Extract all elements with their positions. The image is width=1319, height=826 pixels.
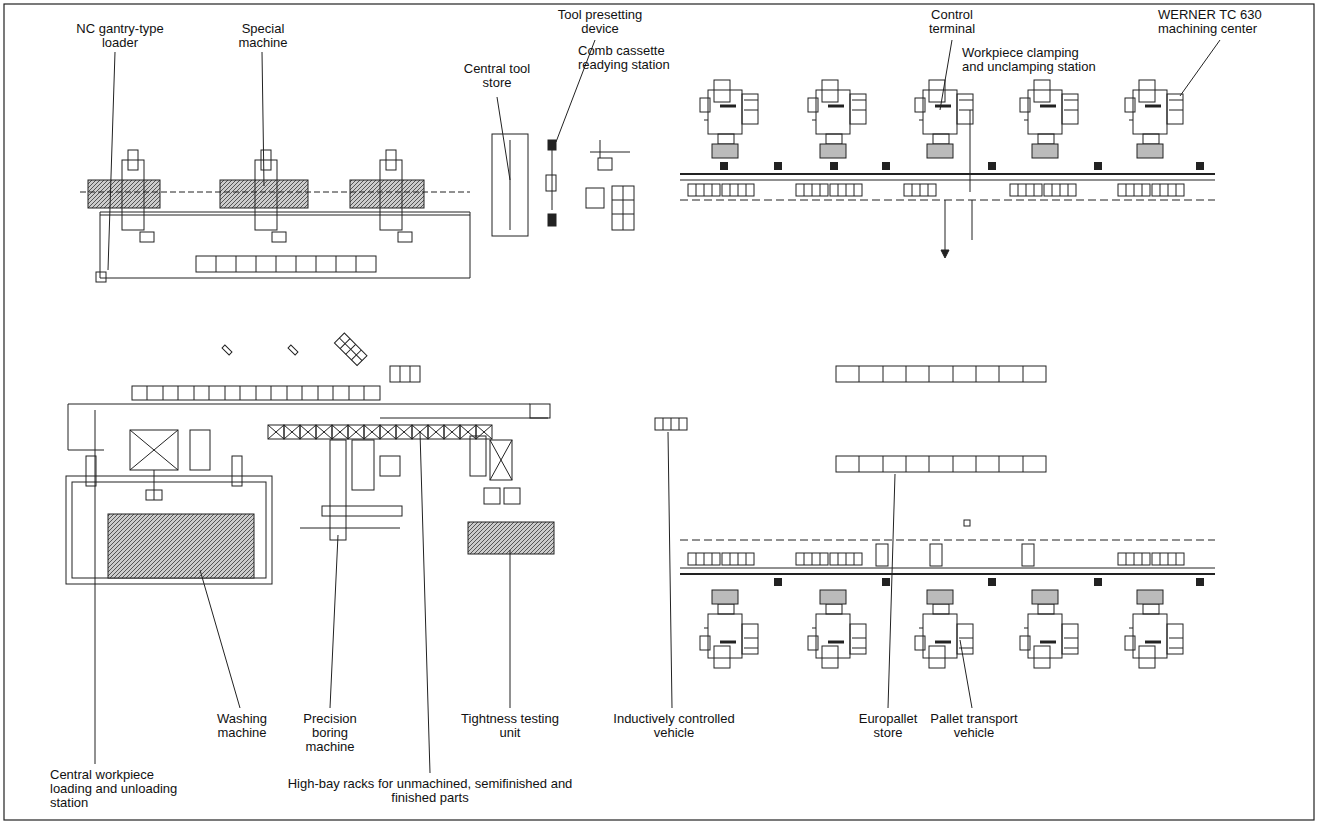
part-label: Inductively controlled vehicle: [612, 712, 736, 740]
part-label: Washing machine: [202, 712, 282, 740]
part-label: Pallet transport vehicle: [930, 712, 1018, 740]
part-label: NC gantry-type loader: [60, 22, 180, 50]
part-label: Workpiece clamping and unclamping statio…: [962, 46, 1102, 74]
part-label: Central workpiece loading and unloading …: [50, 768, 180, 810]
part-label: Precision boring machine: [294, 712, 366, 754]
part-label: Central tool store: [460, 62, 534, 90]
part-label: Tightness testing unit: [460, 712, 560, 740]
part-label: WERNER TC 630 machining center: [1158, 8, 1308, 36]
part-label: Special machine: [218, 22, 308, 50]
part-label: Comb cassette readying station: [578, 44, 703, 72]
part-label: Tool presetting device: [540, 8, 660, 36]
part-label: High-bay racks for unmachined, semifinis…: [280, 777, 580, 805]
part-label: Europallet store: [846, 712, 930, 740]
part-label: Control terminal: [912, 8, 992, 36]
